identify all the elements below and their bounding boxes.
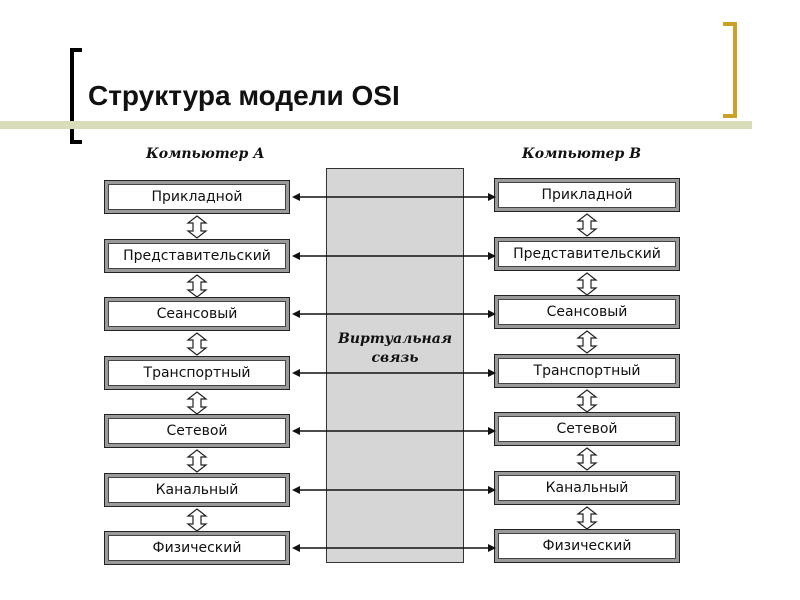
interface-arrow-a-6 xyxy=(186,507,208,532)
layer-label: Сеансовый xyxy=(108,301,286,327)
computer-b-title: Компьютер В xyxy=(522,146,642,162)
interface-arrow-b-4 xyxy=(576,388,598,413)
layer-b-5: Сетевой xyxy=(494,412,680,446)
layer-a-2: Представительский xyxy=(104,238,290,273)
interface-arrow-a-5 xyxy=(186,449,208,473)
layer-b-1: Прикладной xyxy=(494,178,680,212)
virtual-link-label-line2: связь xyxy=(371,350,419,366)
right-bracket-decoration xyxy=(723,22,737,118)
peer-link-arrow-7 xyxy=(292,544,496,552)
slide-title: Структура модели OSI xyxy=(88,80,400,111)
layer-b-7: Физический xyxy=(494,529,680,563)
layer-label: Физический xyxy=(108,535,286,561)
layer-label: Физический xyxy=(498,533,676,559)
interface-arrow-b-5 xyxy=(576,447,598,471)
layer-label: Канальный xyxy=(498,474,676,501)
interface-arrow-a-4 xyxy=(186,390,208,415)
layer-a-7: Физический xyxy=(104,531,290,565)
layer-label: Канальный xyxy=(108,476,286,503)
layer-label: Сетевой xyxy=(498,416,676,442)
layer-b-4: Транспортный xyxy=(494,353,680,388)
layer-label: Сеансовый xyxy=(498,299,676,325)
layer-label: Прикладной xyxy=(108,184,286,210)
interface-arrow-a-3 xyxy=(186,332,208,356)
peer-link-arrow-3 xyxy=(292,310,496,318)
interface-arrow-b-1 xyxy=(576,213,598,237)
layer-label: Сетевой xyxy=(108,418,286,444)
layer-b-6: Канальный xyxy=(494,470,680,505)
computer-a-title: Компьютер А xyxy=(146,146,265,162)
interface-arrow-b-3 xyxy=(576,330,598,354)
interface-arrow-a-2 xyxy=(186,273,208,298)
layer-a-1: Прикладной xyxy=(104,180,290,214)
layer-b-3: Сеансовый xyxy=(494,295,680,329)
layer-a-5: Сетевой xyxy=(104,414,290,448)
layer-label: Транспортный xyxy=(108,359,286,386)
layer-a-3: Сеансовый xyxy=(104,297,290,331)
peer-link-arrow-6 xyxy=(292,485,496,494)
interface-arrow-b-2 xyxy=(576,271,598,296)
layer-a-4: Транспортный xyxy=(104,355,290,390)
interface-arrow-b-6 xyxy=(576,505,598,530)
layer-b-2: Представительский xyxy=(494,236,680,271)
peer-link-arrow-2 xyxy=(292,251,496,260)
layer-label: Транспортный xyxy=(498,357,676,384)
layer-label: Представительский xyxy=(498,240,676,267)
osi-diagram: Компьютер А Компьютер В Виртуальная связ… xyxy=(60,140,740,580)
left-bracket-decoration xyxy=(70,48,82,144)
peer-link-arrow-5 xyxy=(292,427,496,435)
virtual-link-label-line1: Виртуальная xyxy=(338,331,452,347)
title-underline-bar xyxy=(0,121,752,129)
interface-arrow-a-1 xyxy=(186,215,208,239)
layer-a-6: Канальный xyxy=(104,472,290,507)
peer-link-arrow-4 xyxy=(292,368,496,377)
layer-label: Представительский xyxy=(108,242,286,269)
virtual-link-column xyxy=(326,168,464,563)
layer-label: Прикладной xyxy=(498,182,676,208)
peer-link-arrow-1 xyxy=(292,193,496,201)
virtual-link-label: Виртуальная связь xyxy=(326,330,464,368)
